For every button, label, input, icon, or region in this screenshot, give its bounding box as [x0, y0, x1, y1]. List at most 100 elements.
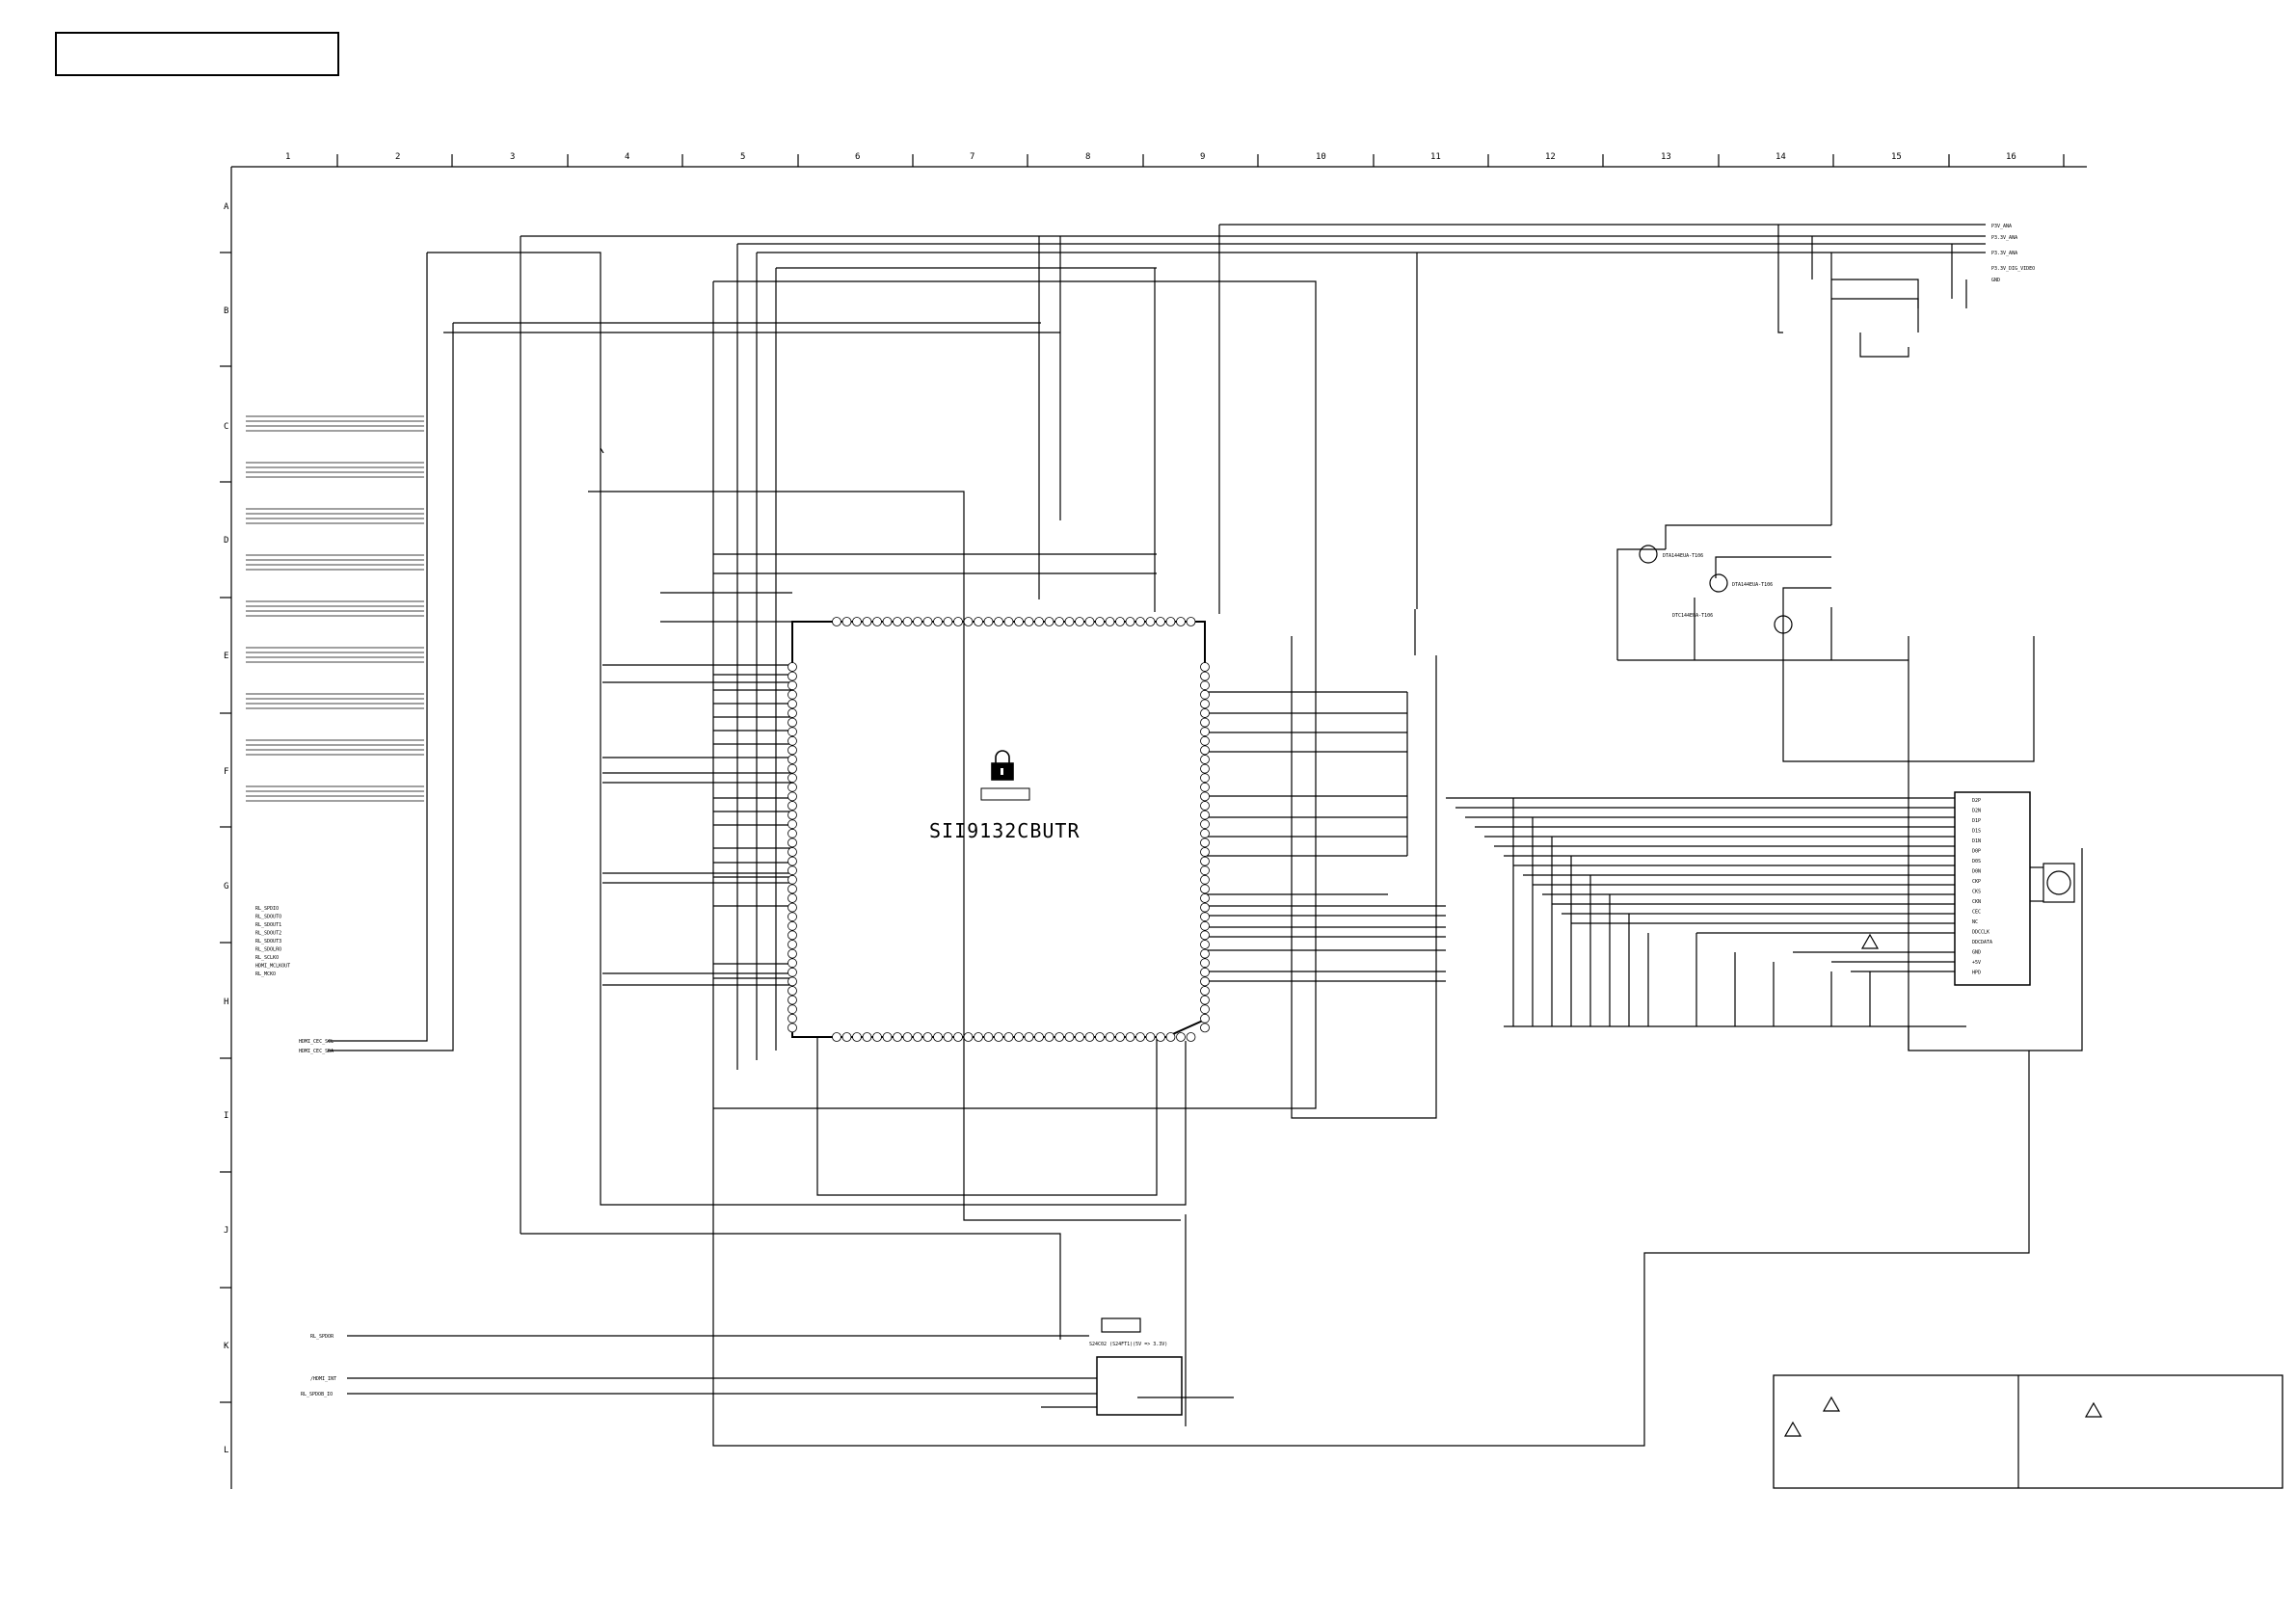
ic-pin [832, 617, 841, 626]
ic-pin [1064, 1032, 1075, 1042]
ic-pin [943, 617, 953, 626]
ic-pin [788, 912, 797, 922]
grid-column-number: 13 [1661, 152, 1671, 162]
ic-pin [872, 617, 882, 626]
ic-pin [1200, 874, 1210, 885]
ic-pin [788, 940, 797, 949]
port-label: RL_SPDOB_IO [301, 1392, 333, 1397]
ic-pin [1200, 958, 1210, 969]
ic-pin [788, 755, 797, 764]
audio-signal-label: RL_SDOUTO [255, 915, 281, 920]
connector-pin-label: D2N [1972, 809, 1981, 814]
ic-pin [788, 735, 797, 746]
ic-pin [1200, 995, 1210, 1005]
ic-pin [1200, 930, 1210, 941]
rail-label: P3V_ANA [1991, 224, 2012, 229]
connector-pin-label: GND [1972, 950, 1981, 956]
ic-pin [788, 717, 797, 728]
ic-pin [788, 810, 797, 820]
connector-pin-label: D0S [1972, 859, 1981, 865]
ic-pin [963, 1032, 974, 1042]
grid-column-number: 5 [740, 152, 746, 162]
ic-pin [1200, 828, 1210, 838]
ic-pin [1200, 782, 1210, 792]
grid-column-number: 3 [510, 152, 516, 162]
connector-pin-label: D2P [1972, 798, 1981, 804]
ic-pin [1200, 1013, 1210, 1024]
ic-pin [1044, 1032, 1055, 1042]
ic-pin [1200, 920, 1210, 931]
ic-pin [841, 1032, 852, 1042]
ic-pin [1200, 755, 1210, 764]
ic-pin [788, 865, 797, 876]
connector-pin-label: D1N [1972, 838, 1981, 844]
rail-label: P3.3V_ANA [1991, 235, 2017, 241]
ic-pin [1135, 617, 1145, 626]
ic-pin [1165, 1032, 1176, 1042]
grid-column-number: 8 [1085, 152, 1091, 162]
ic-pin [788, 1004, 797, 1015]
ic-pin [1200, 810, 1210, 820]
ic-pin [1135, 1032, 1145, 1042]
audio-signal-label: RL_SPDIO [255, 906, 279, 912]
connector-pin-label: CKS [1972, 890, 1981, 895]
transistor-symbol [1774, 615, 1793, 634]
ic-pin [974, 617, 983, 626]
audio-signal-label: RL_SDOUT3 [255, 939, 281, 945]
grid-column-number: 10 [1316, 152, 1326, 162]
connector-pin-label: NC [1972, 919, 1978, 925]
ic-pin [1084, 617, 1095, 626]
grid-row-letter: E [224, 652, 229, 661]
ic-pin [1200, 671, 1210, 681]
grid-row-letter: D [224, 536, 229, 545]
ic-pin [788, 948, 797, 959]
ic-pin [902, 617, 913, 626]
audio-signal-label: RL_MCKO [255, 971, 276, 977]
ic-pin [1200, 865, 1210, 876]
ic-pin [1145, 1032, 1156, 1042]
ic-pin [788, 745, 797, 756]
ic-pin [1125, 1032, 1135, 1042]
ic-pin [1014, 617, 1024, 626]
ic-pin [1064, 617, 1075, 626]
ic-pin [953, 617, 963, 626]
chip-label-box [980, 787, 1030, 801]
ic-pin [1075, 1032, 1084, 1042]
transistor-symbol [1709, 573, 1728, 593]
ic-pin [893, 1032, 902, 1042]
grid-row-letter: L [224, 1446, 229, 1455]
ic-pin [1055, 617, 1064, 626]
ic-pin [852, 1032, 862, 1042]
ic-pin [1095, 617, 1105, 626]
ic-pin [1200, 662, 1210, 672]
ic-pin [788, 1023, 797, 1033]
grid-row-letter: A [224, 202, 229, 212]
connector-pin-label: D1P [1972, 818, 1981, 824]
connector-pin-label: CEC [1972, 910, 1981, 916]
ic-pin [922, 1032, 933, 1042]
ic-pin [922, 617, 933, 626]
ic-pin [1200, 847, 1210, 857]
grid-column-number: 16 [2006, 152, 2016, 162]
ic-pin [1200, 689, 1210, 700]
ic-pin [1200, 680, 1210, 691]
ic-pin [1200, 902, 1210, 913]
ic-pin [852, 617, 862, 626]
ic-pin [788, 884, 797, 894]
ic-pin [788, 680, 797, 691]
caution-icon [2084, 1401, 2103, 1418]
connector-pin-label: D1S [1972, 829, 1981, 835]
ic-pin [1200, 735, 1210, 746]
ic-pin [788, 662, 797, 672]
ic-pin [963, 617, 974, 626]
ic-pin [1200, 856, 1210, 866]
ic-pin [1186, 1032, 1196, 1042]
ic-pin [1200, 727, 1210, 737]
ic-pin [1125, 617, 1135, 626]
connector-pin-label: DDCCLK [1972, 930, 1989, 936]
grid-column-number: 9 [1200, 152, 1206, 162]
connector-pin-label: CKP [1972, 879, 1981, 885]
ic-pin [1200, 717, 1210, 728]
grid-column-number: 2 [395, 152, 401, 162]
connector-pin-label: HPD [1972, 971, 1981, 976]
